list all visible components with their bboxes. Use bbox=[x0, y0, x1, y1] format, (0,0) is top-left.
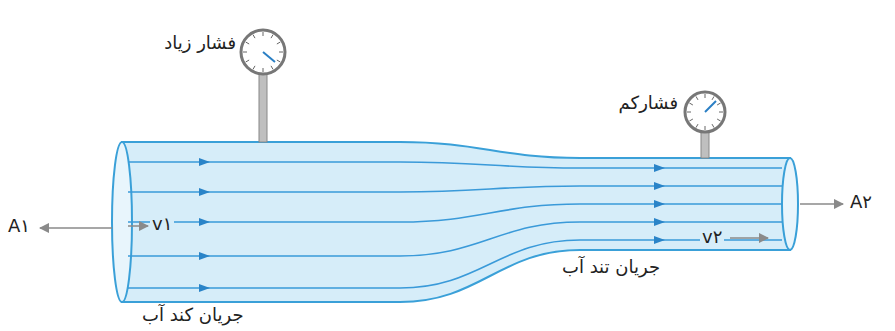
flow-arrowhead bbox=[199, 284, 210, 292]
streamline bbox=[128, 204, 782, 222]
gauge-needle bbox=[705, 101, 716, 112]
gauge-tick bbox=[246, 42, 249, 44]
flow-label: جریان تند آب bbox=[560, 256, 662, 278]
area-arrow bbox=[40, 227, 112, 229]
gauge-tick bbox=[717, 119, 720, 121]
velocity-arrow bbox=[730, 237, 768, 239]
streamlines bbox=[128, 158, 782, 292]
gauge-tick bbox=[705, 94, 706, 98]
area-arrow bbox=[800, 203, 843, 205]
gauge-tick bbox=[712, 96, 714, 99]
gauge-tick bbox=[719, 112, 723, 113]
pressure-gauge bbox=[241, 30, 285, 74]
flow-arrowhead bbox=[199, 158, 210, 166]
gauge-tick bbox=[696, 96, 698, 99]
pressure-gauge bbox=[685, 92, 725, 132]
gauge-stem bbox=[701, 130, 709, 158]
flow-arrowhead bbox=[654, 164, 665, 172]
gauge-tick bbox=[712, 124, 714, 127]
gauge-tick bbox=[689, 119, 692, 121]
gauge-tick bbox=[253, 66, 255, 69]
gauge-tick bbox=[253, 35, 255, 38]
streamline bbox=[128, 186, 782, 192]
gauge-tick bbox=[705, 126, 706, 130]
gauge-tick bbox=[246, 60, 249, 62]
gauge-tick bbox=[277, 42, 280, 44]
flow-arrowhead bbox=[199, 188, 210, 196]
area-label: A۲ bbox=[848, 191, 874, 213]
gauge-tick bbox=[263, 68, 264, 72]
velocity-label: v۲ bbox=[700, 226, 724, 248]
flow-arrowhead bbox=[199, 218, 210, 226]
gauge-tick bbox=[271, 35, 273, 38]
flow-arrowhead bbox=[654, 182, 665, 190]
velocity-arrow bbox=[128, 225, 148, 227]
gauge-tick bbox=[279, 52, 283, 53]
area-label: A۱ bbox=[6, 215, 32, 237]
gauge-tick bbox=[689, 103, 692, 105]
streamline bbox=[128, 240, 782, 288]
gauge-tick bbox=[687, 112, 691, 113]
gauge-tick bbox=[696, 124, 698, 127]
pipe-outlet bbox=[782, 158, 798, 250]
flow-arrowhead bbox=[654, 218, 665, 226]
gauge-needle bbox=[263, 52, 275, 62]
flow-arrowhead bbox=[199, 252, 210, 260]
gauge-ticks bbox=[243, 32, 723, 130]
flow-arrowhead bbox=[654, 200, 665, 208]
velocity-label: v۱ bbox=[150, 213, 174, 235]
flow-label: جریان کند آب bbox=[140, 304, 246, 326]
gauge-tick bbox=[277, 60, 280, 62]
streamline bbox=[128, 162, 782, 168]
streamline bbox=[128, 222, 782, 256]
pressure-label: فشارکم bbox=[617, 92, 680, 114]
pressure-label: فشار زیاد bbox=[162, 32, 238, 54]
gauge-tick bbox=[271, 66, 273, 69]
gauge-tick bbox=[717, 103, 720, 105]
gauge-stem bbox=[259, 72, 267, 142]
gauge-tick bbox=[243, 52, 247, 53]
flow-arrowhead bbox=[654, 236, 665, 244]
pipe-body bbox=[122, 142, 790, 302]
gauge-tick bbox=[263, 32, 264, 36]
